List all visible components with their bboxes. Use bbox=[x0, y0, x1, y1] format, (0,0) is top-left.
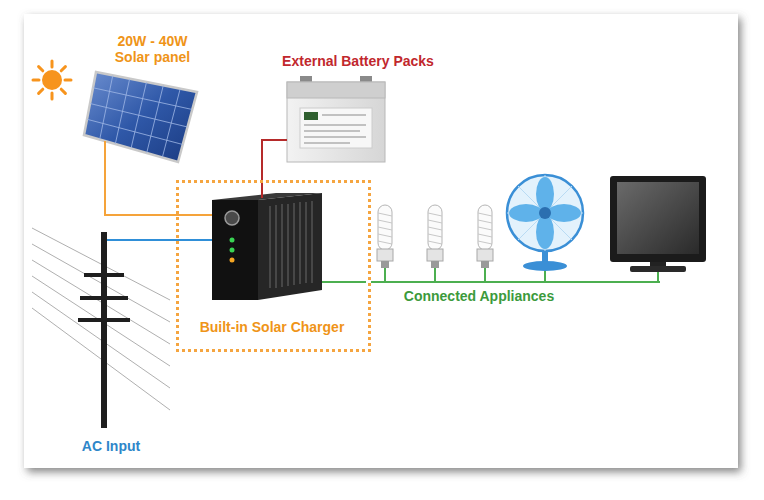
tv-screen bbox=[617, 182, 699, 254]
cfl-bulb bbox=[477, 205, 493, 268]
ac-wire bbox=[176, 239, 212, 241]
battery-sticker-lines bbox=[304, 115, 366, 143]
load-drops bbox=[385, 268, 658, 282]
status-led bbox=[230, 238, 235, 243]
ac-wire bbox=[107, 239, 165, 241]
solar-panel bbox=[84, 72, 197, 162]
status-led bbox=[230, 258, 235, 263]
fan-hub bbox=[539, 207, 551, 219]
charger-front bbox=[212, 200, 258, 300]
battery-body bbox=[287, 82, 385, 162]
solar-panel-unit: 20W - 40W Solar panel bbox=[80, 30, 220, 170]
solar-cell-grid bbox=[87, 75, 192, 157]
pole-crossarm bbox=[78, 318, 130, 322]
power-pole bbox=[101, 232, 107, 428]
load-wire bbox=[372, 281, 660, 283]
power-wire bbox=[371, 281, 372, 283]
component-label: Built-in Solar Charger bbox=[179, 319, 365, 335]
component-label: AC Input bbox=[78, 438, 144, 454]
solar-wire bbox=[104, 141, 106, 170]
fan-blade bbox=[536, 215, 554, 249]
power-wire bbox=[165, 239, 176, 241]
fan-blade bbox=[509, 204, 543, 222]
battery-terminal bbox=[300, 76, 312, 82]
tv-base bbox=[630, 266, 686, 272]
fan-grille bbox=[507, 175, 583, 251]
component-label: Connected Appliances bbox=[394, 288, 564, 304]
fan-cage bbox=[507, 175, 583, 251]
load-wire bbox=[322, 281, 366, 283]
power-wire bbox=[262, 140, 268, 180]
power-button bbox=[225, 211, 239, 225]
ac-input-unit: AC Input bbox=[30, 225, 165, 460]
cfl-bulb bbox=[377, 205, 393, 268]
appliances-group: Connected Appliances bbox=[372, 166, 717, 314]
cfl-bulb bbox=[427, 205, 443, 268]
sun-icon bbox=[42, 70, 62, 90]
battery-lid bbox=[287, 82, 385, 98]
battery-sticker bbox=[300, 108, 372, 148]
charger-vents bbox=[270, 201, 312, 288]
pole-crossarm bbox=[84, 273, 124, 277]
charger-side bbox=[258, 193, 322, 300]
solar-wire bbox=[176, 214, 212, 216]
sun-rays bbox=[33, 61, 71, 99]
picture-frame bbox=[24, 14, 738, 468]
charger-box: Built-in Solar Charger bbox=[176, 180, 371, 352]
battery-terminal bbox=[360, 76, 372, 82]
fan-base bbox=[523, 261, 567, 271]
component-label: External Battery Packs bbox=[268, 53, 448, 69]
tv-bezel bbox=[610, 176, 706, 262]
battery-wire bbox=[268, 139, 287, 141]
battery-unit: External Battery Packs bbox=[268, 50, 454, 168]
power-wire bbox=[105, 170, 176, 215]
battery-logo bbox=[304, 112, 318, 120]
component-label: 20W - 40W Solar panel bbox=[105, 33, 200, 65]
status-led bbox=[230, 248, 235, 253]
pole-crossarm bbox=[80, 296, 128, 300]
fan-blade bbox=[547, 204, 581, 222]
fan-blade bbox=[536, 177, 554, 211]
